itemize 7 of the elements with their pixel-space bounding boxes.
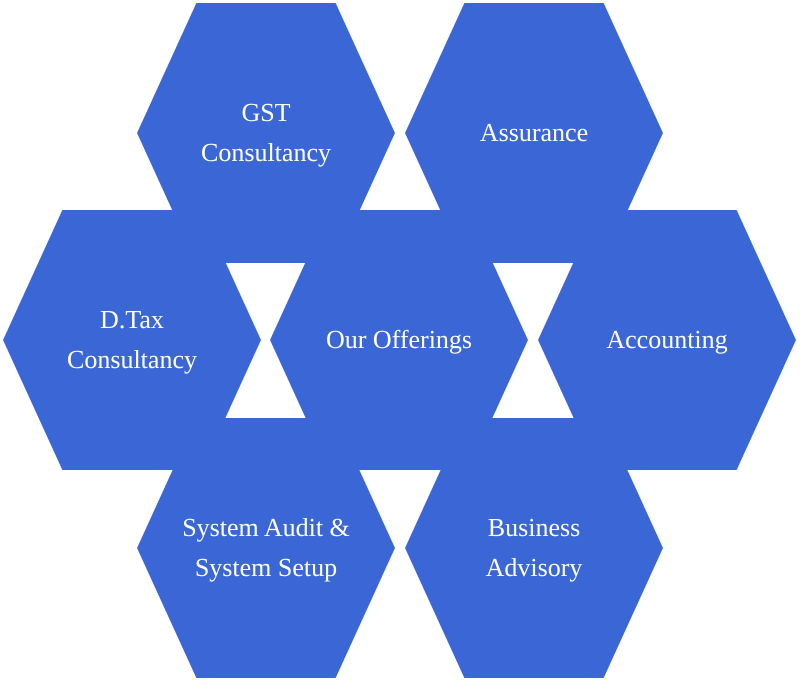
tile-label: Our Offerings (326, 324, 472, 356)
tile-label: Assurance (480, 117, 588, 149)
tile-label: D.Tax Consultancy (66, 304, 198, 376)
tile-label: System Audit & System Setup (181, 512, 351, 584)
tile-label: GST Consultancy (200, 97, 332, 169)
tile-label: Accounting (606, 324, 728, 356)
tile-label: Business Advisory (484, 512, 584, 584)
